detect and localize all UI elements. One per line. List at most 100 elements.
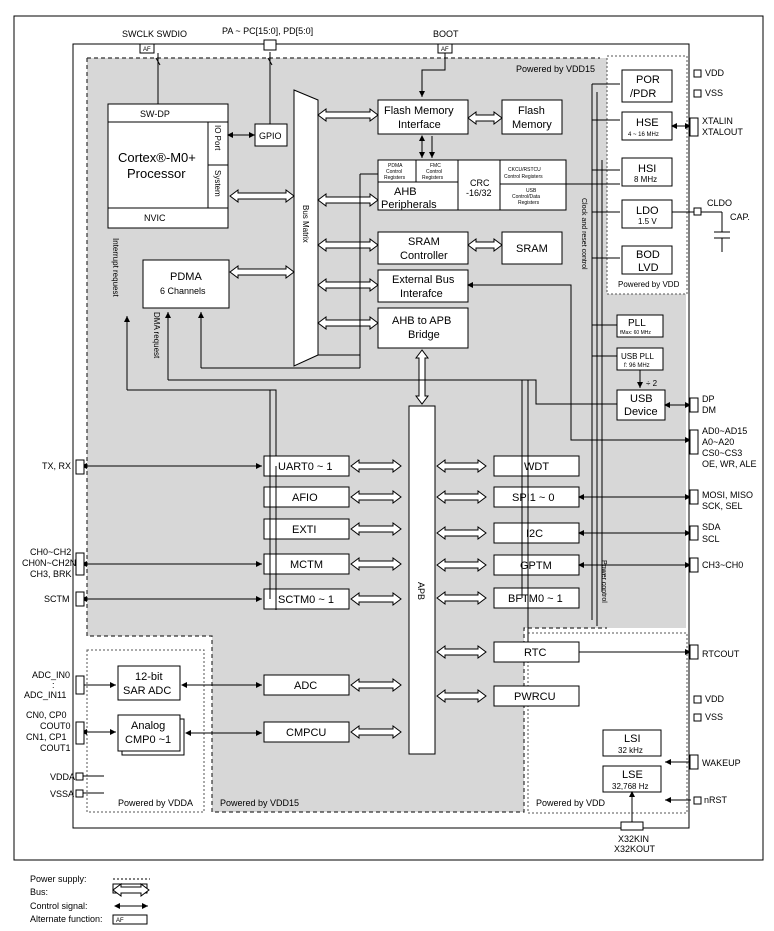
pin-sda: SDA <box>702 522 721 532</box>
peripherals-label: Peripherals <box>381 199 437 211</box>
adc-block <box>263 674 350 696</box>
apb-label: APB <box>416 582 426 600</box>
usb-label: USB <box>630 393 653 405</box>
flash-interface-label-2: Interface <box>398 119 441 131</box>
apb-bus <box>408 405 436 755</box>
flash-interface-label-1: Flash Memory <box>384 105 454 117</box>
fmc-registers-label: FMC <box>430 163 441 169</box>
legend-bus-label: Bus: <box>30 887 48 897</box>
pin-cout0: COUT0 <box>40 721 71 731</box>
pin-rtcout: RTCOUT <box>702 649 740 659</box>
mctm-block <box>263 553 350 575</box>
pwrcu-label: PWRCU <box>514 691 556 703</box>
pin-vss: VSS <box>705 88 723 98</box>
pin-spi-data: MOSI, MISO <box>702 490 753 500</box>
pin-adc-ellipsis: : <box>52 680 55 690</box>
sw-dp-label: SW-DP <box>140 109 170 119</box>
por-label: POR <box>636 74 660 86</box>
pll-label: PLL <box>628 318 646 329</box>
lsi-block <box>602 729 662 757</box>
pin-pads <box>75 69 702 805</box>
pin-mctm-ch: CH0~CH2 <box>30 547 71 557</box>
por-pdr-block <box>621 69 673 103</box>
pin-sctm: SCTM <box>44 594 70 604</box>
dma-request-label: DMA request <box>152 312 161 359</box>
hsi-block <box>621 157 673 187</box>
ckcu-registers-label: Control Registers <box>504 174 543 180</box>
sram-controller-label-2: Controller <box>400 250 448 262</box>
ldo-voltage-label: 1.5 V <box>638 217 657 226</box>
legend: Power supply: Bus: Control signal: Alter… <box>30 874 150 925</box>
fmc-registers-label: Registers <box>422 175 444 181</box>
apb-bus-arrows <box>350 459 487 739</box>
hse-label: HSE <box>636 117 659 129</box>
pll-freq-label: fMax: 60 MHz <box>620 330 651 336</box>
hsi-label: HSI <box>638 163 656 175</box>
wdt-block <box>493 455 580 477</box>
domain-label-vdda: Powered by VDDA <box>118 798 193 808</box>
clock-reset-control-label: Clock and reset control <box>580 198 587 270</box>
pin-vssa: VSSA <box>50 789 74 799</box>
wdt-label: WDT <box>524 461 549 473</box>
ebi-label-1: External Bus <box>392 274 455 286</box>
bod-lvd-block <box>621 245 673 275</box>
analog-cmp-label-1: Analog <box>131 720 165 732</box>
processor-label: Processor <box>127 166 186 181</box>
legend-control-label: Control signal: <box>30 901 88 911</box>
pin-xtalin: XTALIN <box>702 116 733 126</box>
vdd15-domain-border <box>86 58 607 813</box>
exti-block <box>263 518 350 540</box>
lse-block <box>602 765 662 793</box>
bridge-label-2: Bridge <box>408 329 440 341</box>
outer-frame <box>13 15 764 861</box>
pin-vss-2: VSS <box>705 712 723 722</box>
pin-nrst: nRST <box>704 795 728 805</box>
fmc-registers-label: Control <box>426 169 442 175</box>
pdma-label: PDMA <box>170 271 202 283</box>
bftm-label: BFTM0 ~ 1 <box>508 593 563 605</box>
hse-freq-label: 4 ~ 16 MHz <box>628 132 659 138</box>
pin-x32kin: X32KIN <box>618 834 649 844</box>
pin-ebi-a: A0~A20 <box>702 437 734 447</box>
rtc-label: RTC <box>524 647 546 659</box>
pdma-block <box>142 259 230 309</box>
pin-dm: DM <box>702 405 716 415</box>
pin-dp: DP <box>702 394 715 404</box>
spi-label: SPI1 ~ 0 <box>512 492 555 504</box>
lsi-freq-label: 32 kHz <box>618 746 643 755</box>
nvic-label: NVIC <box>144 213 166 223</box>
afio-label: AFIO <box>292 492 318 504</box>
pin-boot: BOOT <box>433 29 459 39</box>
sram-label: SRAM <box>516 243 548 255</box>
divide-by-2-label: ÷ 2 <box>646 379 658 388</box>
pin-cout1: COUT1 <box>40 743 71 753</box>
pdma-registers-label: Registers <box>384 175 406 181</box>
hsi-freq-label: 8 MHz <box>634 175 657 184</box>
cortex-label: Cortex®-M0+ <box>118 150 196 165</box>
usb-registers-label: USB <box>526 188 537 194</box>
usb-registers-label: Control/Data <box>512 194 540 200</box>
domain-label-vdd-right: Powered by VDD <box>618 280 680 289</box>
flash-memory-block <box>501 99 563 135</box>
ahb-peripherals-block <box>377 159 567 211</box>
pin-adc-in11: ADC_IN11 <box>24 690 66 700</box>
domain-label-vdd-bottom: Powered by VDD <box>536 798 606 808</box>
cmpcu-block <box>263 721 350 743</box>
lvd-label: LVD <box>638 262 659 274</box>
pin-ebi-ctrl: OE, WR, ALE <box>702 459 757 469</box>
pwrcu-block <box>493 685 580 707</box>
exti-label: EXTI <box>292 524 316 536</box>
pin-mctm-brk: CH3, BRK <box>30 569 72 579</box>
ldo-block <box>621 199 673 229</box>
pin-cmp1-inputs: CN1, CP1 <box>26 732 67 742</box>
legend-af-label: Alternate function: <box>30 914 103 924</box>
crc-label: CRC <box>470 178 490 188</box>
ldo-label: LDO <box>636 205 659 217</box>
legend-af-box: AF <box>116 918 124 924</box>
i2c-label: I2C <box>526 528 543 540</box>
io-port-label: IO Port <box>213 125 222 151</box>
pin-cldo: CLDO <box>707 198 732 208</box>
pdma-channels-label: 6 Channels <box>160 286 206 296</box>
usb-pll-label: USB PLL <box>621 352 654 361</box>
